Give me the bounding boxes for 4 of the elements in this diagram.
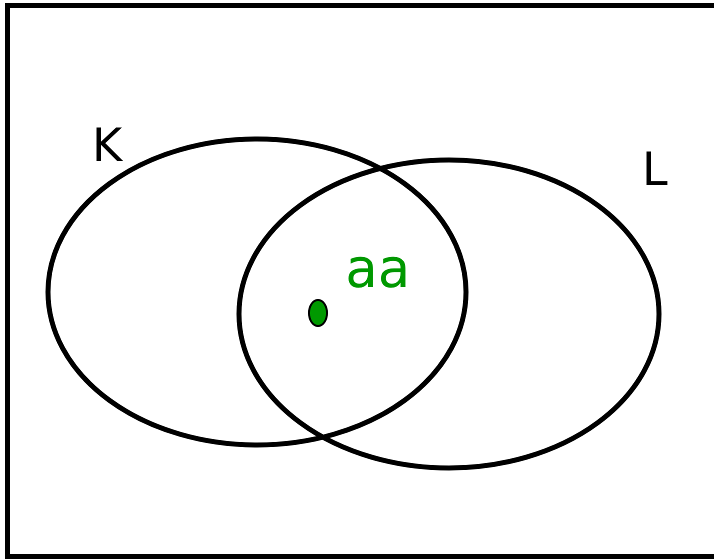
set-label: L [642,146,668,192]
set-label: K [92,122,122,168]
element-label: aa [345,242,410,296]
universe-rectangle [5,3,714,559]
